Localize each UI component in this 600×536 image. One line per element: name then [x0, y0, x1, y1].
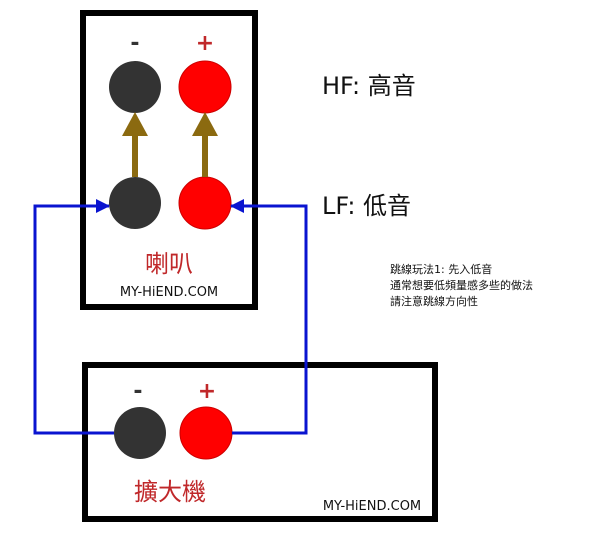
speaker-minus-label: - — [130, 31, 139, 56]
lf-label: LF: 低音 — [322, 192, 411, 220]
hf-label: HF: 高音 — [322, 72, 416, 100]
amp-minus-label: - — [133, 379, 142, 404]
speaker-brand: MY-HiEND.COM — [120, 285, 218, 300]
lf-positive-terminal — [178, 176, 232, 230]
negative-cable — [33, 199, 114, 435]
jumper-negative-arrow — [122, 112, 148, 177]
note-line: 跳線玩法1: 先入低音 — [390, 262, 492, 276]
jumper-positive-arrow — [192, 112, 218, 177]
hf-negative-terminal — [109, 61, 161, 113]
lf-negative-terminal — [109, 177, 161, 229]
amp-positive-terminal — [179, 406, 233, 460]
hf-positive-terminal — [178, 60, 232, 114]
note-line: 請注意跳線方向性 — [390, 294, 478, 308]
amplifier-box: - + 擴大機 MY-HiEND.COM — [82, 362, 438, 522]
amplifier-brand: MY-HiEND.COM — [323, 499, 421, 514]
speaker-box: - + 喇叭 MY-HiEND.COM — [80, 10, 258, 310]
notes: 跳線玩法1: 先入低音 通常想要低頻量感多些的做法 請注意跳線方向性 — [390, 262, 533, 308]
speaker-plus-label: + — [196, 31, 214, 56]
amp-negative-terminal — [114, 407, 166, 459]
amplifier-name: 擴大機 — [134, 478, 206, 506]
note-line: 通常想要低頻量感多些的做法 — [390, 278, 533, 292]
speaker-name: 喇叭 — [145, 250, 193, 278]
positive-cable — [230, 199, 308, 435]
amp-plus-label: + — [198, 379, 216, 404]
